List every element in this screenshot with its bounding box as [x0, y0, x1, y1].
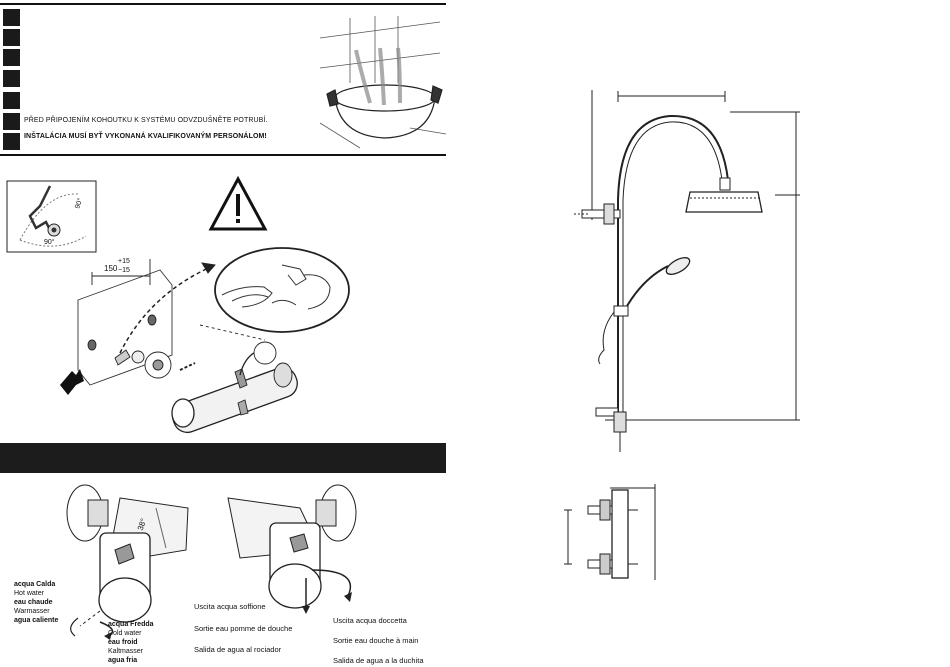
temperature-knob-diagram [66, 484, 189, 640]
bullet-square-1 [3, 9, 20, 26]
cold-label-it: acqua Fredda [108, 621, 154, 628]
hot-label-es: agua caliente [14, 617, 59, 624]
bullet-square-3 [3, 49, 20, 66]
shower-column-technical-drawing [574, 90, 800, 452]
note-qualified-personnel: INŠTALÁCIA MUSÍ BYŤ VYKONANÁ KVALIFIKOVA… [24, 133, 267, 140]
basin-flush-illustration [319, 16, 447, 149]
cold-label-es: agua fria [108, 657, 138, 664]
bullet-square-6 [3, 113, 20, 130]
note-purge-pipes: PŘED PŘIPOJENÍM KOHOUTKU K SYSTÉMU ODVZD… [24, 117, 268, 124]
hot-water-labels: acqua Calda Hot water eau chaude Warmass… [14, 580, 58, 625]
bullet-square-4 [3, 70, 20, 87]
bullet-square-7 [3, 133, 20, 150]
outlet-hand-it: Uscita acqua doccetta [333, 616, 407, 625]
outlet-overhead-fr: Sortie eau pomme de douche [194, 624, 293, 633]
fitting-detail-circle [214, 247, 350, 333]
cold-label-en: Cold water [108, 630, 142, 637]
section-header-bar [0, 443, 446, 473]
mixer-dimension-drawing [564, 484, 656, 580]
hot-label-de: Warmasser [14, 608, 50, 615]
hot-label-fr: eau chaude [14, 599, 53, 606]
angle-label-bottom: 90° [44, 239, 55, 246]
top-rule [0, 3, 446, 5]
hot-label-en: Hot water [14, 590, 44, 597]
section-rule [0, 154, 446, 156]
dim-base: 150 [104, 264, 118, 273]
mixer-installation-diagram [60, 259, 298, 434]
outlet-hand-fr: Sortie eau douche à main [333, 636, 419, 645]
cold-water-labels: acqua Fredda Cold water eau froid Kaltma… [108, 620, 154, 665]
dim-plus: +15 [118, 258, 130, 265]
warning-triangle-icon [208, 175, 268, 231]
dim-minus: −15 [118, 267, 130, 274]
bullet-square-5 [3, 92, 20, 109]
outlet-overhead-it: Uscita acqua soffione [194, 602, 266, 611]
cold-label-fr: eau froid [108, 639, 138, 646]
bullet-square-2 [3, 29, 20, 46]
hot-label-it: acqua Calda [14, 581, 56, 588]
rotation-inset-diagram [6, 180, 97, 253]
outlet-overhead-es: Salida de agua al rociador [194, 645, 282, 654]
cold-label-de: Kaltmasser [108, 648, 144, 655]
diverter-knob-diagram [227, 484, 357, 614]
outlet-hand-es: Salida de agua a la duchita [333, 656, 424, 665]
